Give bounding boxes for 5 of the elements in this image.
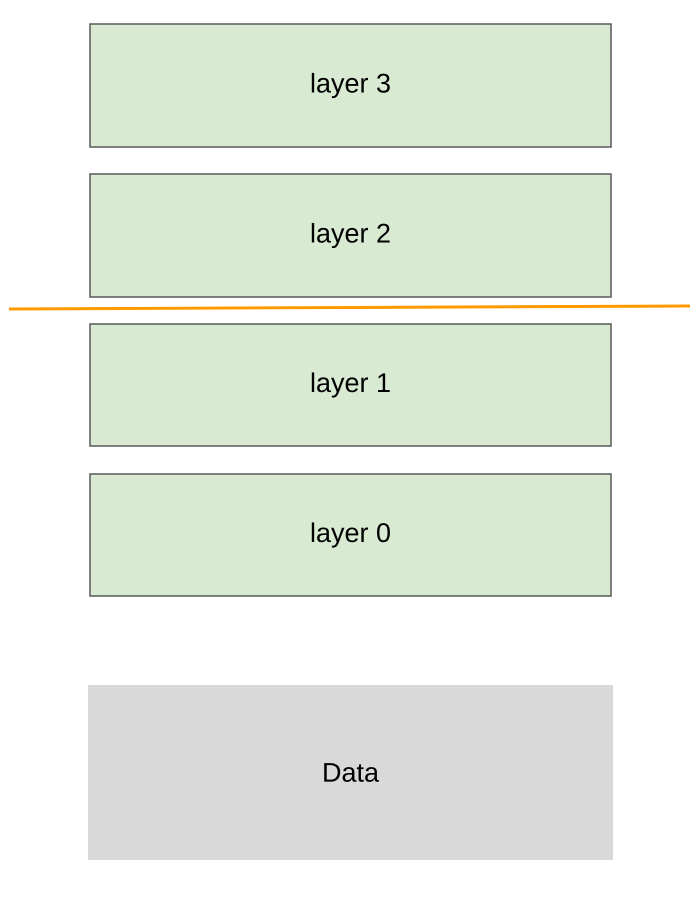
layer-box: layer 3 (89, 23, 612, 148)
layer-box: layer 0 (89, 473, 612, 597)
layer-box: layer 2 (89, 173, 612, 298)
layer-box: layer 1 (89, 323, 612, 447)
data-box: Data (88, 685, 613, 860)
